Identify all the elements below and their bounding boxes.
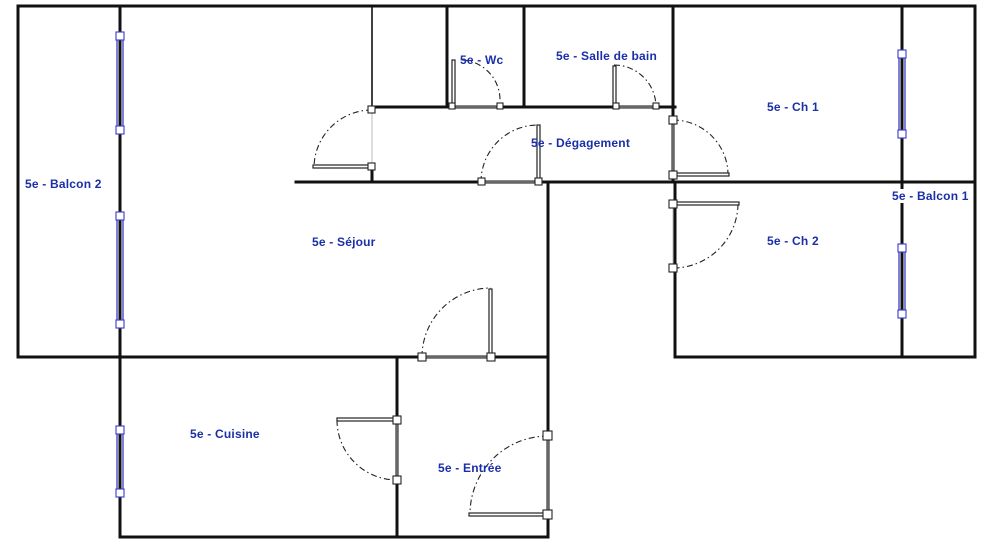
room-label-entree: 5e - Entrée <box>438 461 502 475</box>
window-ch1 <box>897 49 907 139</box>
door-swings <box>313 59 739 515</box>
room-label-balcon1: 5e - Balcon 1 <box>891 189 970 203</box>
door-swing-ch2 <box>672 203 739 269</box>
room-label-sejour: 5e - Séjour <box>312 235 376 249</box>
door-swing-sejour-bottom <box>421 287 492 358</box>
door-leaf-entree <box>468 512 549 517</box>
room-label-balcon2: 5e - Balcon 2 <box>25 177 102 191</box>
door-swing-wc <box>461 59 501 101</box>
door-leaf-ch1 <box>672 172 730 177</box>
door-swing-sejour-top <box>313 109 373 169</box>
door-leaf-wc <box>451 59 456 108</box>
window-cuisine <box>115 425 125 498</box>
wall-entree-bottom <box>118 180 550 539</box>
room-label-degagement: 5e - Dégagement <box>531 136 631 150</box>
door-swing-cuisine <box>336 419 398 481</box>
room-label-wc: 5e - Wc <box>460 53 504 67</box>
door-swing-ch1 <box>672 119 729 176</box>
room-label-cuisine: 5e - Cuisine <box>190 427 260 441</box>
door-leaf-ch2 <box>672 201 740 206</box>
door-leaf-sejour-top <box>312 164 373 169</box>
window-ch2 <box>897 243 907 319</box>
door-leaf-sdb <box>612 65 617 108</box>
door-leaf-cuisine <box>336 417 398 422</box>
walls <box>16 4 977 539</box>
window-balcon2-bottom <box>115 211 125 329</box>
openings <box>371 106 674 514</box>
door-leaf-degagement <box>536 124 541 183</box>
door-leaf-sejour-bottom <box>488 288 493 358</box>
door-swing-entree <box>469 435 549 515</box>
room-label-ch2: 5e - Ch 2 <box>767 234 819 248</box>
room-label-salle-de-bain: 5e - Salle de bain <box>556 49 657 63</box>
door-swing-sdb <box>613 64 657 108</box>
room-label-ch1: 5e - Ch 1 <box>767 100 819 114</box>
windows <box>115 31 907 498</box>
door-swing-degagement <box>480 124 539 183</box>
window-balcon2-top <box>115 31 125 135</box>
door-nodes <box>367 102 678 520</box>
